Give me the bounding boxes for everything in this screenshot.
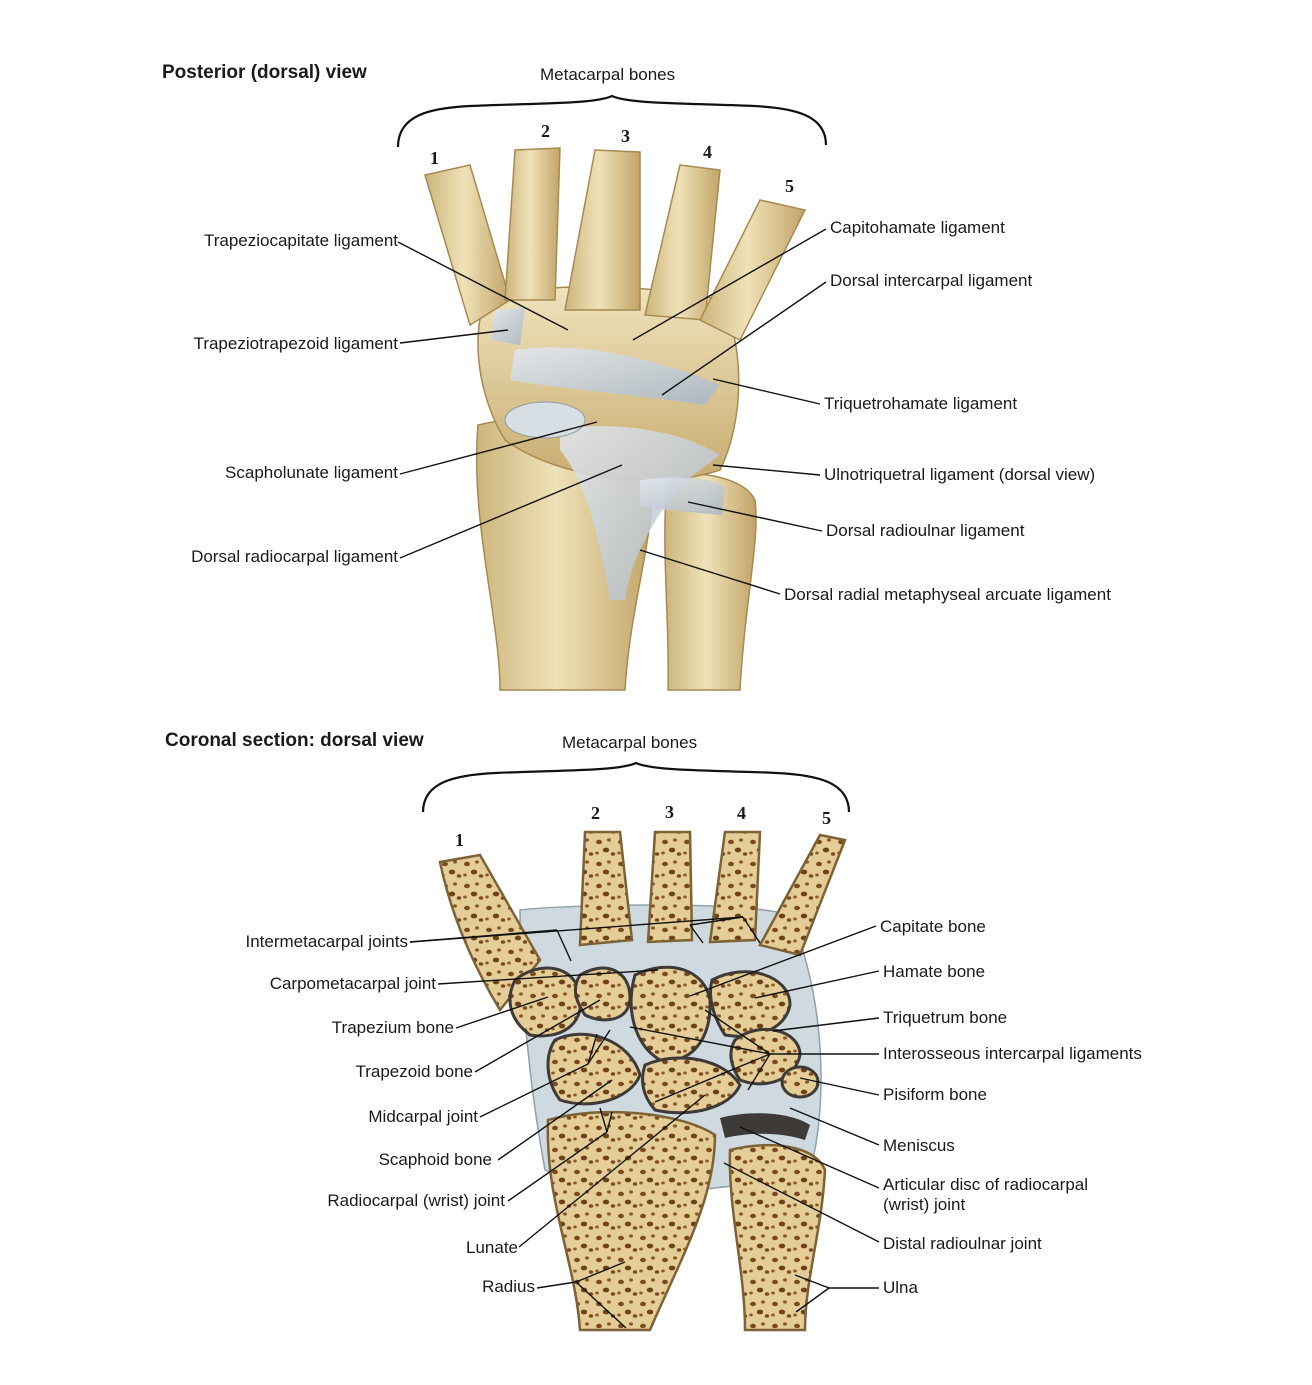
coronal-metacarpal-2 [578, 830, 634, 947]
coronal-section-title: Coronal section: dorsal view [165, 730, 424, 751]
coronal-metacarpal-number-2: 2 [591, 803, 600, 823]
radiocarpal-joint-label: Radiocarpal (wrist) joint [327, 1191, 505, 1210]
distal-radioulnar-joint-label: Distal radioulnar joint [883, 1234, 1042, 1253]
coronal-metacarpal-number-3: 3 [665, 802, 674, 822]
dorsal-radiocarpal-ligament-label: Dorsal radiocarpal ligament [191, 547, 398, 566]
articular-disc-label: Articular disc of radiocarpal (wrist) jo… [883, 1175, 1089, 1214]
posterior-dorsal-radiocarpal-band [560, 426, 720, 600]
coronal-metacarpal-3 [646, 830, 694, 944]
carpometacarpal-joint-label: Carpometacarpal joint [269, 974, 436, 993]
midcarpal-joint-label: Midcarpal joint [368, 1107, 478, 1126]
coronal-trapezium [508, 966, 583, 1038]
trapezium-bone-label: Trapezium bone [331, 1018, 454, 1037]
coronal-metacarpal-number-1: 1 [455, 830, 464, 850]
posterior-trapeziotrapezoid-band [490, 308, 525, 345]
trapeziotrapezoid-ligament-label: Trapeziotrapezoid ligament [193, 334, 398, 353]
coronal-capitate [629, 965, 712, 1063]
posterior-view-title: Posterior (dorsal) view [162, 62, 367, 83]
dorsal-intercarpal-ligament-label: Dorsal intercarpal ligament [830, 271, 1033, 290]
scaphoid-bone-label: Scaphoid bone [378, 1150, 492, 1169]
scapholunate-ligament-label: Scapholunate ligament [225, 463, 398, 482]
lunate-label: Lunate [466, 1238, 518, 1257]
triquetrohamate-ligament-label: Triquetrohamate ligament [824, 394, 1018, 413]
posterior-metacarpal-5 [698, 199, 807, 342]
coronal-metacarpal-4 [708, 830, 762, 944]
coronal-articular-disc [720, 1113, 810, 1140]
capitate-bone-label: Capitate bone [880, 917, 986, 936]
hamate-bone-label: Hamate bone [883, 962, 986, 981]
coronal-lunate [641, 1056, 742, 1115]
capitohamate-ligament-label: Capitohamate ligament [830, 218, 1005, 237]
posterior-metacarpal-1 [424, 164, 511, 327]
coronal-pisiform [780, 1065, 820, 1099]
coronal-section-drawing [438, 830, 847, 1332]
coronal-metacarpal-bones-label: Metacarpal bones [562, 733, 698, 752]
trapeziocapitate-ligament-label: Trapeziocapitate ligament [203, 231, 398, 250]
posterior-wrist-drawing [424, 147, 807, 691]
posterior-metacarpal-2 [504, 147, 561, 301]
coronal-hamate [709, 970, 792, 1038]
coronal-metacarpal-number-5: 5 [822, 808, 831, 828]
posterior-metacarpal-number-5: 5 [785, 176, 794, 196]
posterior-metacarpal-number-3: 3 [621, 126, 630, 146]
pisiform-bone-label: Pisiform bone [883, 1085, 987, 1104]
ulnotriquetral-ligament-label: Ulnotriquetral ligament (dorsal view) [824, 465, 1096, 484]
coronal-metacarpal-bracket [421, 761, 851, 813]
coronal-metacarpal-5 [758, 833, 847, 957]
triquetrum-bone-label: Triquetrum bone [883, 1008, 1008, 1027]
dorsal-radioulnar-ligament-label: Dorsal radioulnar ligament [826, 521, 1025, 540]
radius-label: Radius [482, 1277, 535, 1296]
posterior-leader-lines [397, 228, 827, 595]
posterior-metacarpal-number-2: 2 [541, 121, 550, 141]
coronal-scaphoid [546, 1032, 642, 1106]
coronal-radius-bone [546, 1110, 717, 1332]
coronal-metacarpal-1 [438, 853, 542, 1013]
ulna-label: Ulna [883, 1278, 918, 1297]
posterior-metacarpal-3 [564, 149, 641, 311]
meniscus-label: Meniscus [883, 1136, 955, 1155]
coronal-ulna-bone [728, 1144, 827, 1332]
dorsal-radial-metaphyseal-arcuate-ligament-label: Dorsal radial metaphyseal arcuate ligame… [784, 585, 1111, 604]
posterior-ulna-bone [664, 472, 757, 691]
posterior-metacarpal-bracket [396, 94, 828, 148]
coronal-leader-lines [409, 916, 880, 1329]
coronal-metacarpal-number-4: 4 [737, 803, 746, 823]
intermetacarpal-joints-label: Intermetacarpal joints [245, 932, 408, 951]
posterior-scaphoid-surface [504, 401, 586, 439]
interosseous-intercarpal-ligaments-label: Interosseous intercarpal ligaments [883, 1044, 1142, 1063]
posterior-metacarpal-number-4: 4 [703, 142, 712, 162]
trapezoid-bone-label: Trapezoid bone [355, 1062, 473, 1081]
posterior-metacarpal-number-1: 1 [430, 148, 439, 168]
coronal-trapezoid [573, 966, 632, 1022]
posterior-metacarpal-bones-label: Metacarpal bones [540, 65, 676, 84]
